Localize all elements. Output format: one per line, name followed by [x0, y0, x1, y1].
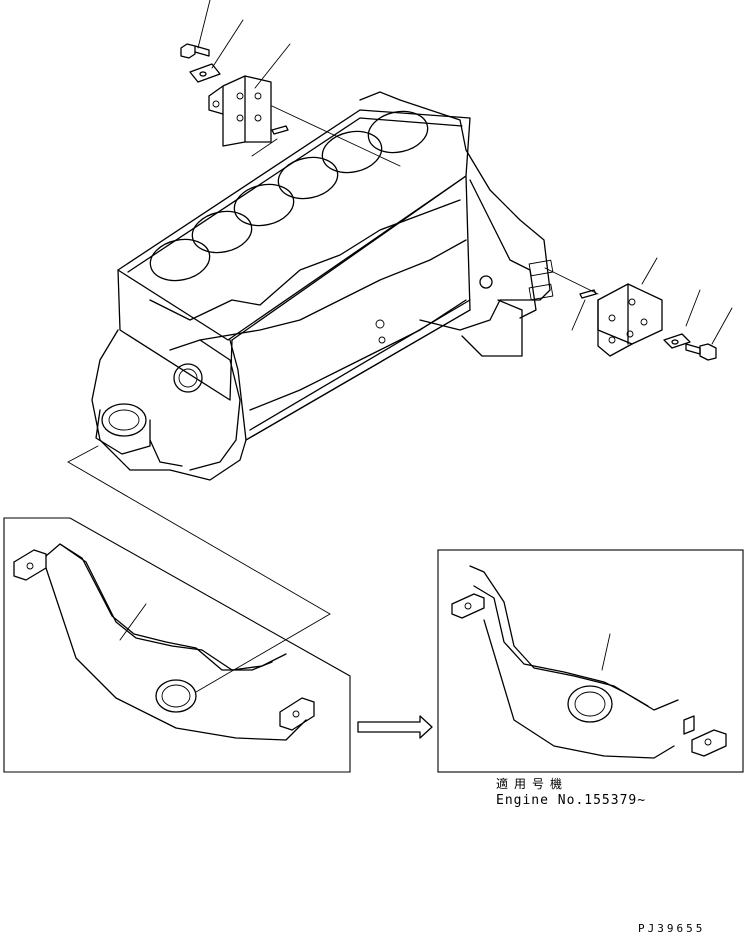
drawing-code: PJ39655 — [638, 922, 706, 935]
detail-frame-left — [3, 517, 351, 773]
leader-line — [119, 603, 147, 641]
mounting-bracket — [597, 283, 663, 357]
lock-washer — [189, 63, 221, 83]
bracket-assembly-upper-left — [180, 0, 401, 167]
engine-block — [91, 91, 554, 481]
front-support-new — [451, 565, 727, 759]
right-arrow-icon — [357, 715, 433, 739]
cylinder-bores — [149, 110, 429, 282]
leader-line — [197, 0, 211, 49]
leader-line — [571, 299, 586, 331]
lock-washer — [663, 333, 691, 349]
bolt — [180, 43, 210, 59]
mounting-bracket — [208, 75, 272, 147]
bracket-assembly-right — [544, 257, 733, 361]
detail-frame-right — [437, 549, 744, 773]
detail-callout-line — [67, 445, 99, 463]
bore-ring — [155, 679, 197, 713]
bore-ring — [567, 685, 613, 723]
bolt — [685, 343, 717, 361]
dowel-pin — [271, 125, 289, 135]
dowel-pin — [579, 289, 597, 299]
leader-line — [254, 43, 291, 89]
leader-line — [641, 257, 658, 285]
leader-line — [601, 633, 611, 671]
leader-line — [211, 19, 244, 69]
applicability-label-jp: 適用号機 — [496, 777, 569, 791]
alignment-line — [544, 267, 599, 295]
front-bore — [101, 403, 147, 437]
front-support-old — [13, 543, 315, 741]
engine-number-label: Engine No.155379~ — [496, 793, 647, 808]
leader-line — [251, 138, 278, 157]
detail-callout-line — [195, 613, 331, 693]
detail-callout-line — [67, 461, 331, 615]
leader-line — [685, 289, 701, 327]
leader-line — [711, 307, 733, 345]
